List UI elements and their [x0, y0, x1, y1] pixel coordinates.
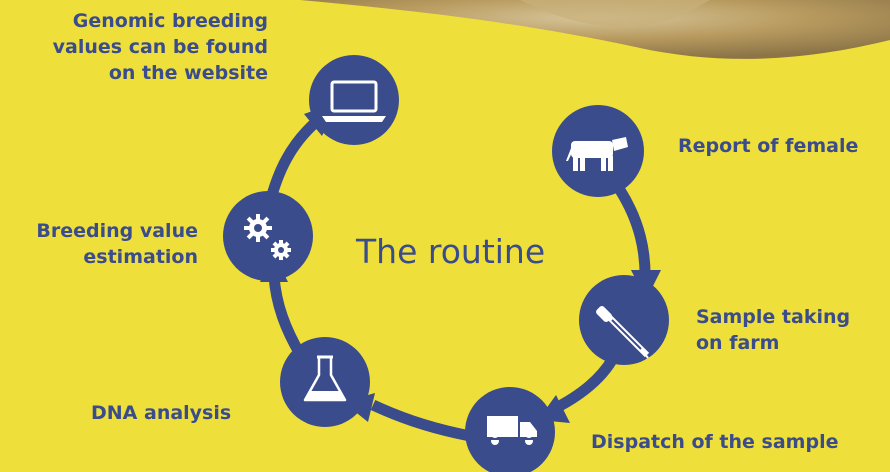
arrow-report-to-sample — [615, 187, 651, 283]
truck-icon — [486, 416, 538, 445]
dna-circle — [280, 337, 370, 427]
dna-label-line-1: DNA analysis — [91, 402, 232, 424]
website-label-line-3: on the website — [108, 62, 268, 84]
estimation-label: Breeding value estimation — [36, 218, 198, 270]
cow-icon — [566, 137, 628, 171]
background-photo-detail — [520, 0, 710, 27]
pipette-icon — [596, 306, 650, 359]
step-circles — [223, 55, 669, 472]
arrow-dna-to-estimation — [268, 275, 305, 357]
estimation-label-line-1: Breeding value — [36, 220, 198, 242]
arrow-sample-to-dispatch — [549, 357, 617, 415]
estimation-label-line-2: estimation — [83, 246, 198, 268]
background-photo — [300, 0, 890, 59]
gears-icon — [244, 214, 291, 260]
diagram-title: The routine — [356, 232, 546, 271]
report-label-line-1: Report of female — [678, 135, 859, 157]
flask-icon — [303, 355, 347, 402]
website-label-line-2: values can be found — [52, 36, 268, 58]
website-label-line-1: Genomic breeding — [72, 10, 268, 32]
report-label: Report of female — [678, 133, 858, 159]
sample-label-line-1: Sample taking — [696, 306, 851, 328]
dispatch-label: Dispatch of the sample — [591, 429, 838, 455]
arrow-dispatch-to-dna — [370, 400, 472, 442]
sample-label: Sample taking on farm — [696, 304, 850, 356]
website-circle — [309, 55, 399, 145]
sample-circle — [579, 275, 669, 365]
dispatch-label-line-1: Dispatch of the sample — [591, 431, 839, 453]
dna-label: DNA analysis — [91, 400, 231, 426]
website-label: Genomic breeding values can be found on … — [53, 8, 268, 86]
arrow-estimation-to-website — [264, 117, 320, 204]
sample-label-line-2: on farm — [696, 332, 780, 354]
laptop-icon — [322, 80, 386, 122]
